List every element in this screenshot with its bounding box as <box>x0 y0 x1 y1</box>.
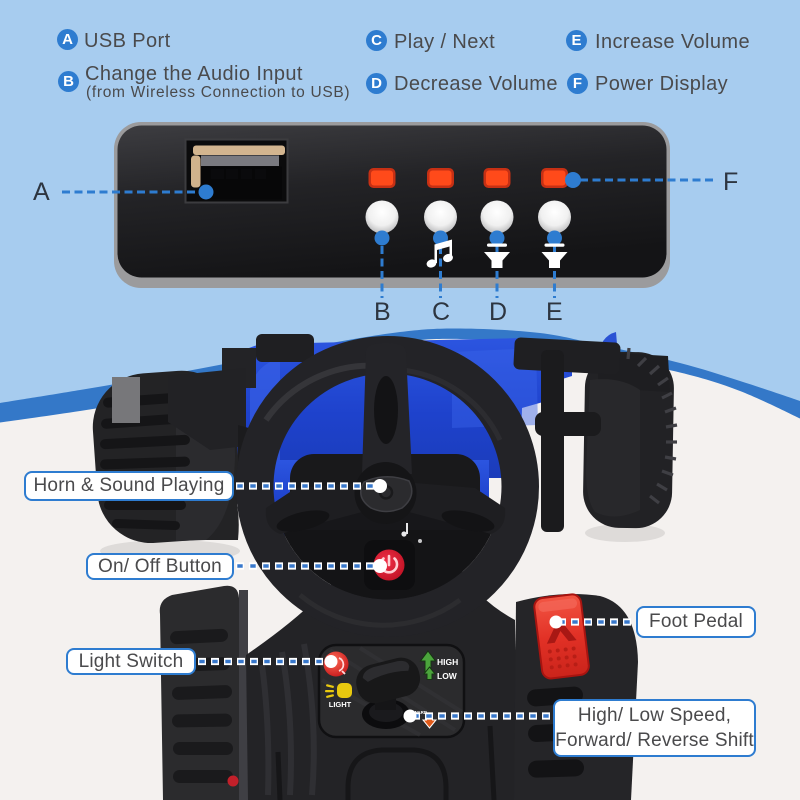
svg-text:HIGH: HIGH <box>437 657 458 667</box>
svg-text:LOW: LOW <box>437 671 458 681</box>
svg-text:LIGHT: LIGHT <box>329 700 352 709</box>
